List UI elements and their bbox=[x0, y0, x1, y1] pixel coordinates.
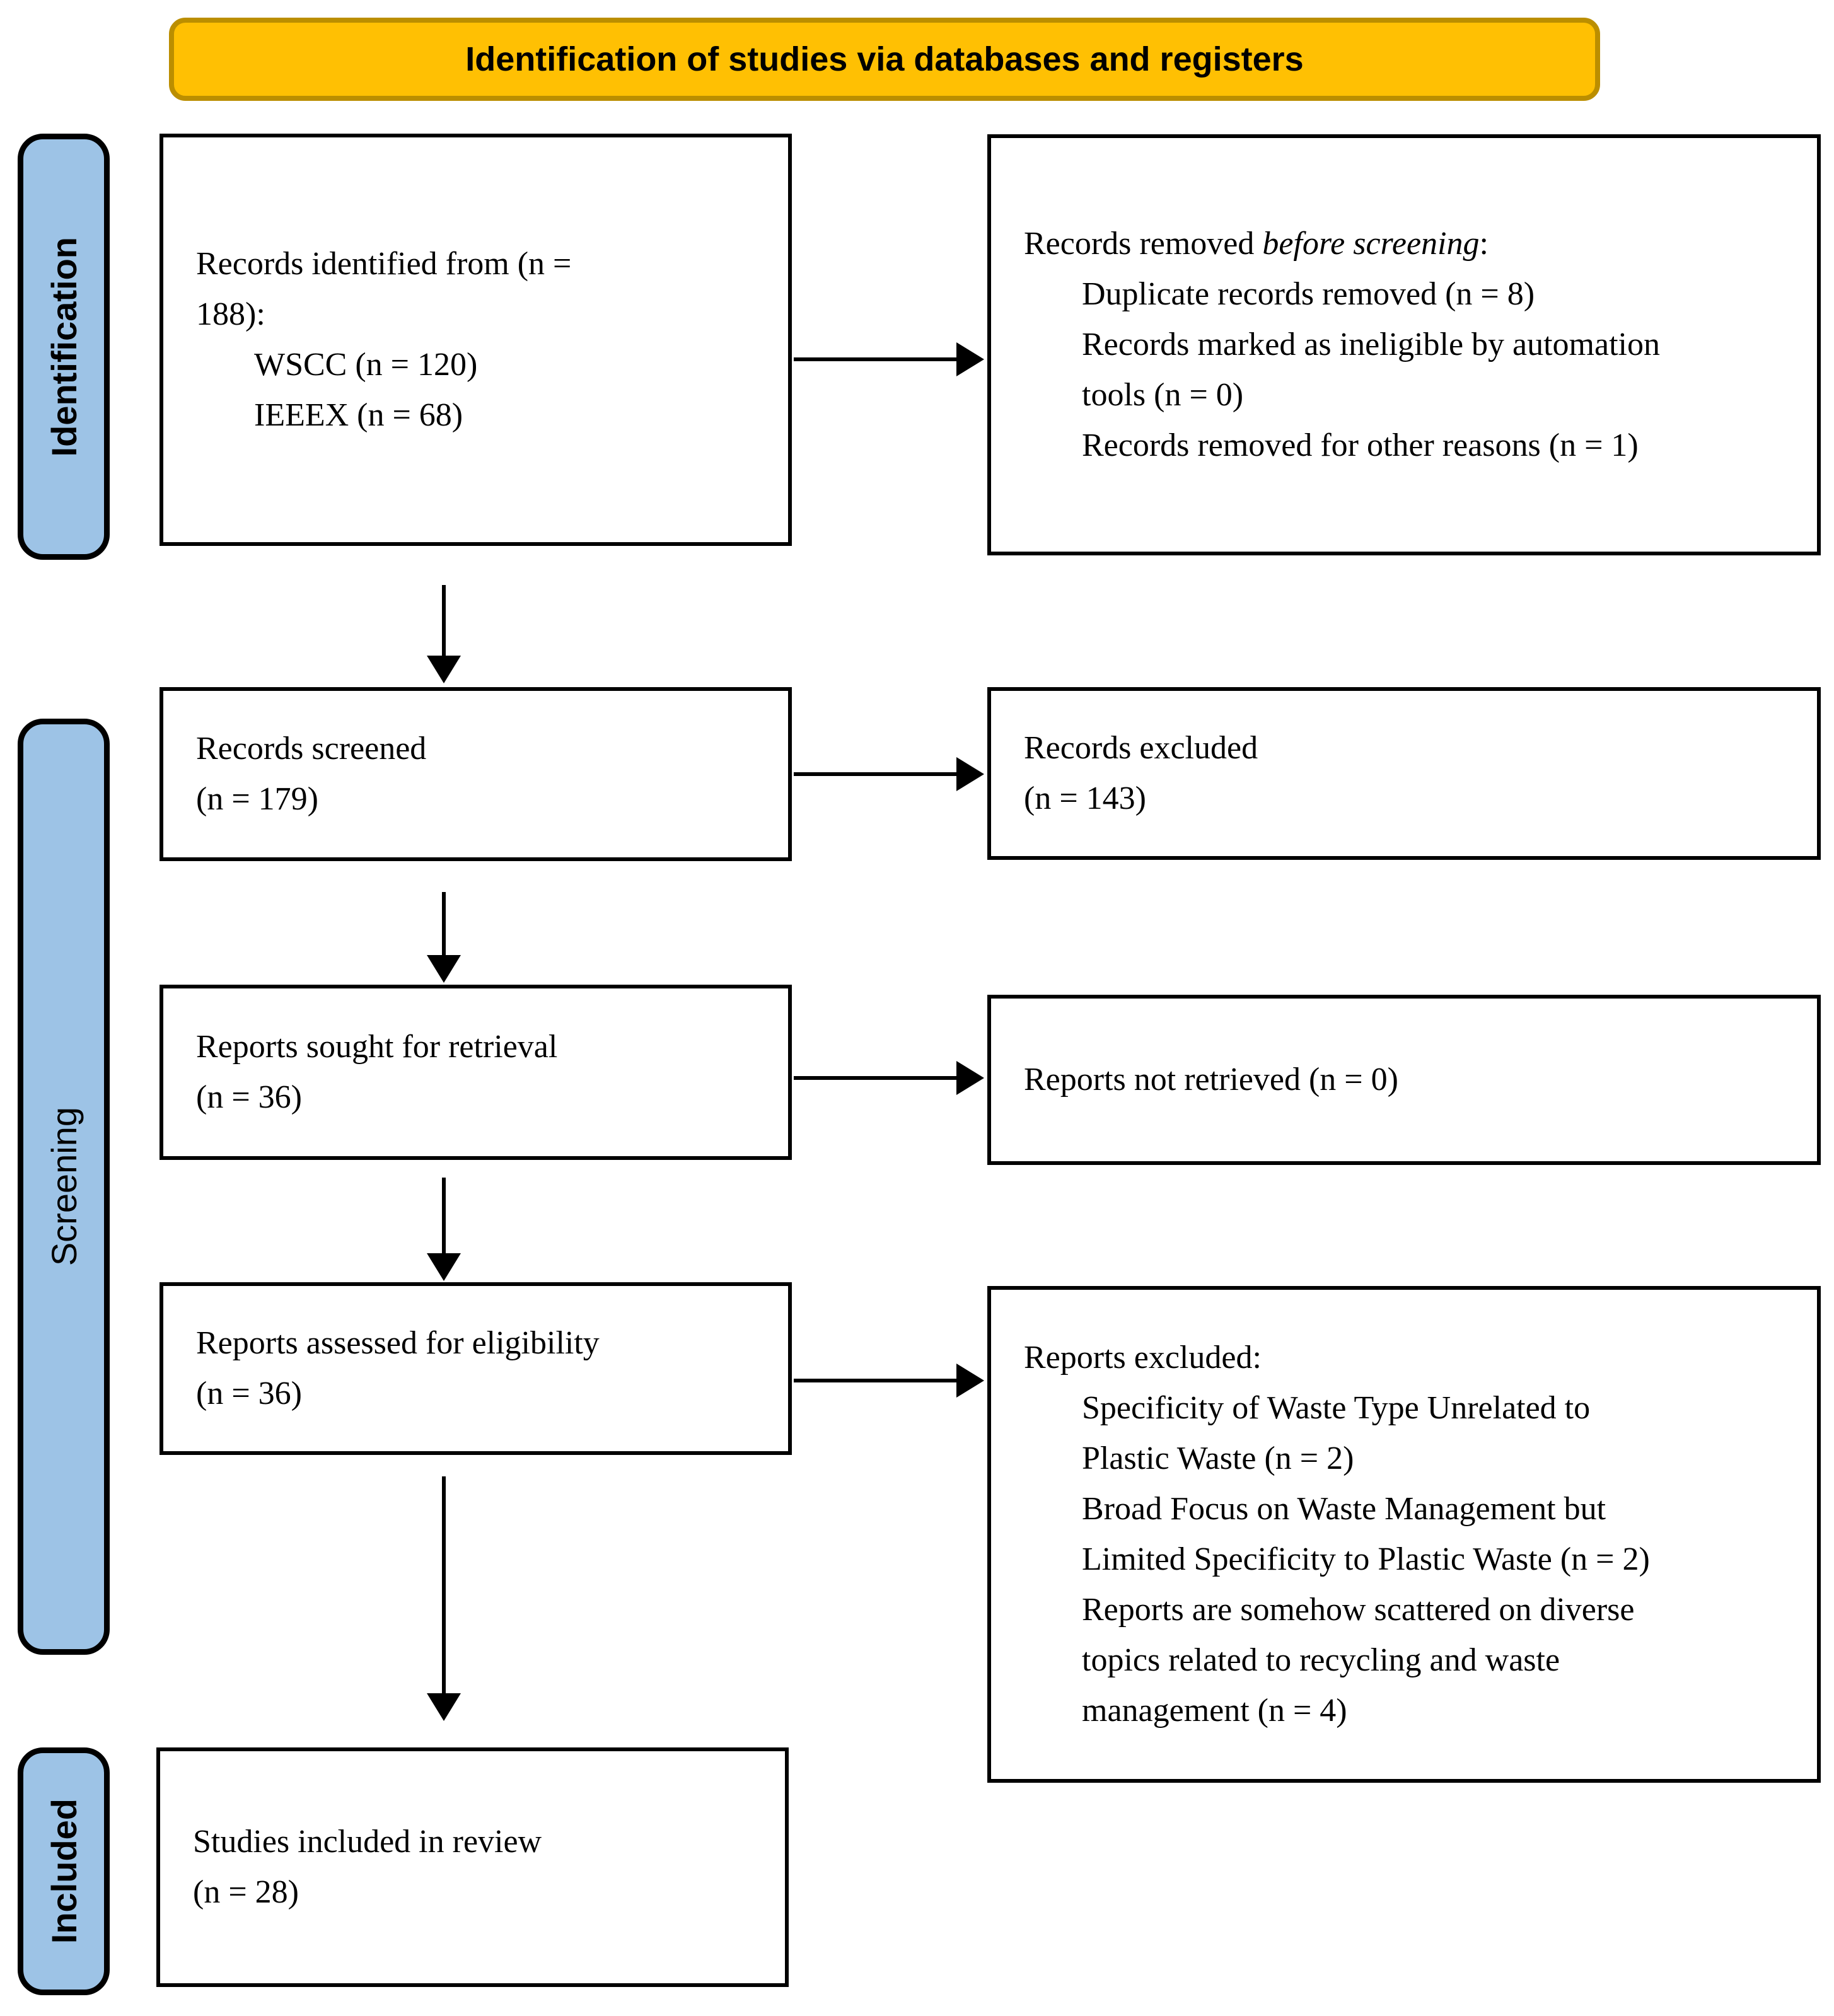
reports-excluded-item3-line3: management (n = 4) bbox=[1082, 1693, 1347, 1729]
records-identified-source-wscc: WSCC (n = 120) bbox=[254, 347, 478, 383]
box-studies-included: Studies included in review (n = 28) bbox=[156, 1747, 789, 1987]
reports-excluded-item1-line1: Specificity of Waste Type Unrelated to bbox=[1082, 1390, 1591, 1426]
records-removed-item-automation-2: tools (n = 0) bbox=[1082, 377, 1244, 413]
stage-label-screening: Screening bbox=[18, 719, 110, 1655]
stage-label-included: Included bbox=[18, 1747, 110, 1995]
records-removed-intro: Records removed before screening: bbox=[1024, 219, 1798, 269]
arrow-down-identified-to-screened bbox=[442, 585, 446, 656]
box-records-identified: Records identified from (n = 188): WSCC … bbox=[160, 134, 792, 546]
stage-label-screening-text: Screening bbox=[44, 1107, 84, 1266]
reports-sought-line2: (n = 36) bbox=[196, 1079, 302, 1115]
arrow-down-screened-to-sought bbox=[442, 892, 446, 955]
records-excluded-line1: Records excluded bbox=[1024, 730, 1258, 766]
reports-excluded-item3-line2: topics related to recycling and waste bbox=[1082, 1642, 1560, 1678]
reports-excluded-item1-line2: Plastic Waste (n = 2) bbox=[1082, 1440, 1354, 1476]
records-removed-intro-colon: : bbox=[1479, 226, 1489, 262]
reports-excluded-item2-line2: Limited Specificity to Plastic Waste (n … bbox=[1082, 1541, 1650, 1577]
records-removed-item-duplicates: Duplicate records removed (n = 8) bbox=[1082, 276, 1535, 312]
arrow-right-assessed-to-reports-excluded bbox=[794, 1379, 956, 1382]
records-removed-intro-normal: Records removed bbox=[1024, 226, 1263, 262]
box-reports-sought: Reports sought for retrieval (n = 36) bbox=[160, 985, 792, 1160]
records-excluded-line2: (n = 143) bbox=[1024, 780, 1146, 816]
studies-included-line2: (n = 28) bbox=[193, 1874, 299, 1910]
arrow-down-assessed-to-included bbox=[442, 1476, 446, 1693]
stage-label-identification-text: Identification bbox=[44, 236, 84, 457]
box-reports-excluded: Reports excluded: Specificity of Waste T… bbox=[987, 1286, 1821, 1783]
records-screened-line1: Records screened bbox=[196, 731, 427, 767]
banner-title-text: Identification of studies via databases … bbox=[465, 40, 1304, 78]
box-records-screened: Records screened (n = 179) bbox=[160, 687, 792, 861]
reports-sought-line1: Reports sought for retrieval bbox=[196, 1029, 558, 1065]
records-identified-source-ieeex: IEEEX (n = 68) bbox=[254, 397, 463, 433]
reports-assessed-line2: (n = 36) bbox=[196, 1376, 302, 1411]
studies-included-line1: Studies included in review bbox=[193, 1824, 542, 1860]
arrow-right-identified-to-removed bbox=[794, 357, 956, 361]
arrow-right-screened-to-excluded bbox=[794, 772, 956, 776]
records-screened-line2: (n = 179) bbox=[196, 781, 318, 817]
records-removed-intro-italic: before screening bbox=[1262, 226, 1480, 262]
arrow-down-sought-to-assessed bbox=[442, 1178, 446, 1253]
reports-assessed-line1: Reports assessed for eligibility bbox=[196, 1325, 600, 1361]
box-reports-not-retrieved: Reports not retrieved (n = 0) bbox=[987, 995, 1821, 1165]
reports-not-retrieved-line1: Reports not retrieved (n = 0) bbox=[1024, 1062, 1398, 1098]
box-records-excluded: Records excluded (n = 143) bbox=[987, 687, 1821, 860]
records-identified-line2: 188): bbox=[196, 296, 265, 332]
reports-excluded-item2-line1: Broad Focus on Waste Management but bbox=[1082, 1491, 1606, 1527]
stage-label-identification: Identification bbox=[18, 134, 110, 560]
reports-excluded-item3-line1: Reports are somehow scattered on diverse bbox=[1082, 1592, 1635, 1628]
records-removed-item-other: Records removed for other reasons (n = 1… bbox=[1082, 427, 1639, 463]
banner-title: Identification of studies via databases … bbox=[169, 18, 1600, 101]
box-reports-assessed: Reports assessed for eligibility (n = 36… bbox=[160, 1282, 792, 1455]
box-records-removed: Records removed before screening: Duplic… bbox=[987, 134, 1821, 555]
records-identified-line1: Records identified from (n = bbox=[196, 246, 572, 282]
reports-excluded-intro: Reports excluded: bbox=[1024, 1340, 1262, 1376]
stage-label-included-text: Included bbox=[44, 1799, 84, 1944]
arrow-right-sought-to-not-retrieved bbox=[794, 1076, 956, 1080]
records-removed-item-automation-1: Records marked as ineligible by automati… bbox=[1082, 327, 1660, 362]
